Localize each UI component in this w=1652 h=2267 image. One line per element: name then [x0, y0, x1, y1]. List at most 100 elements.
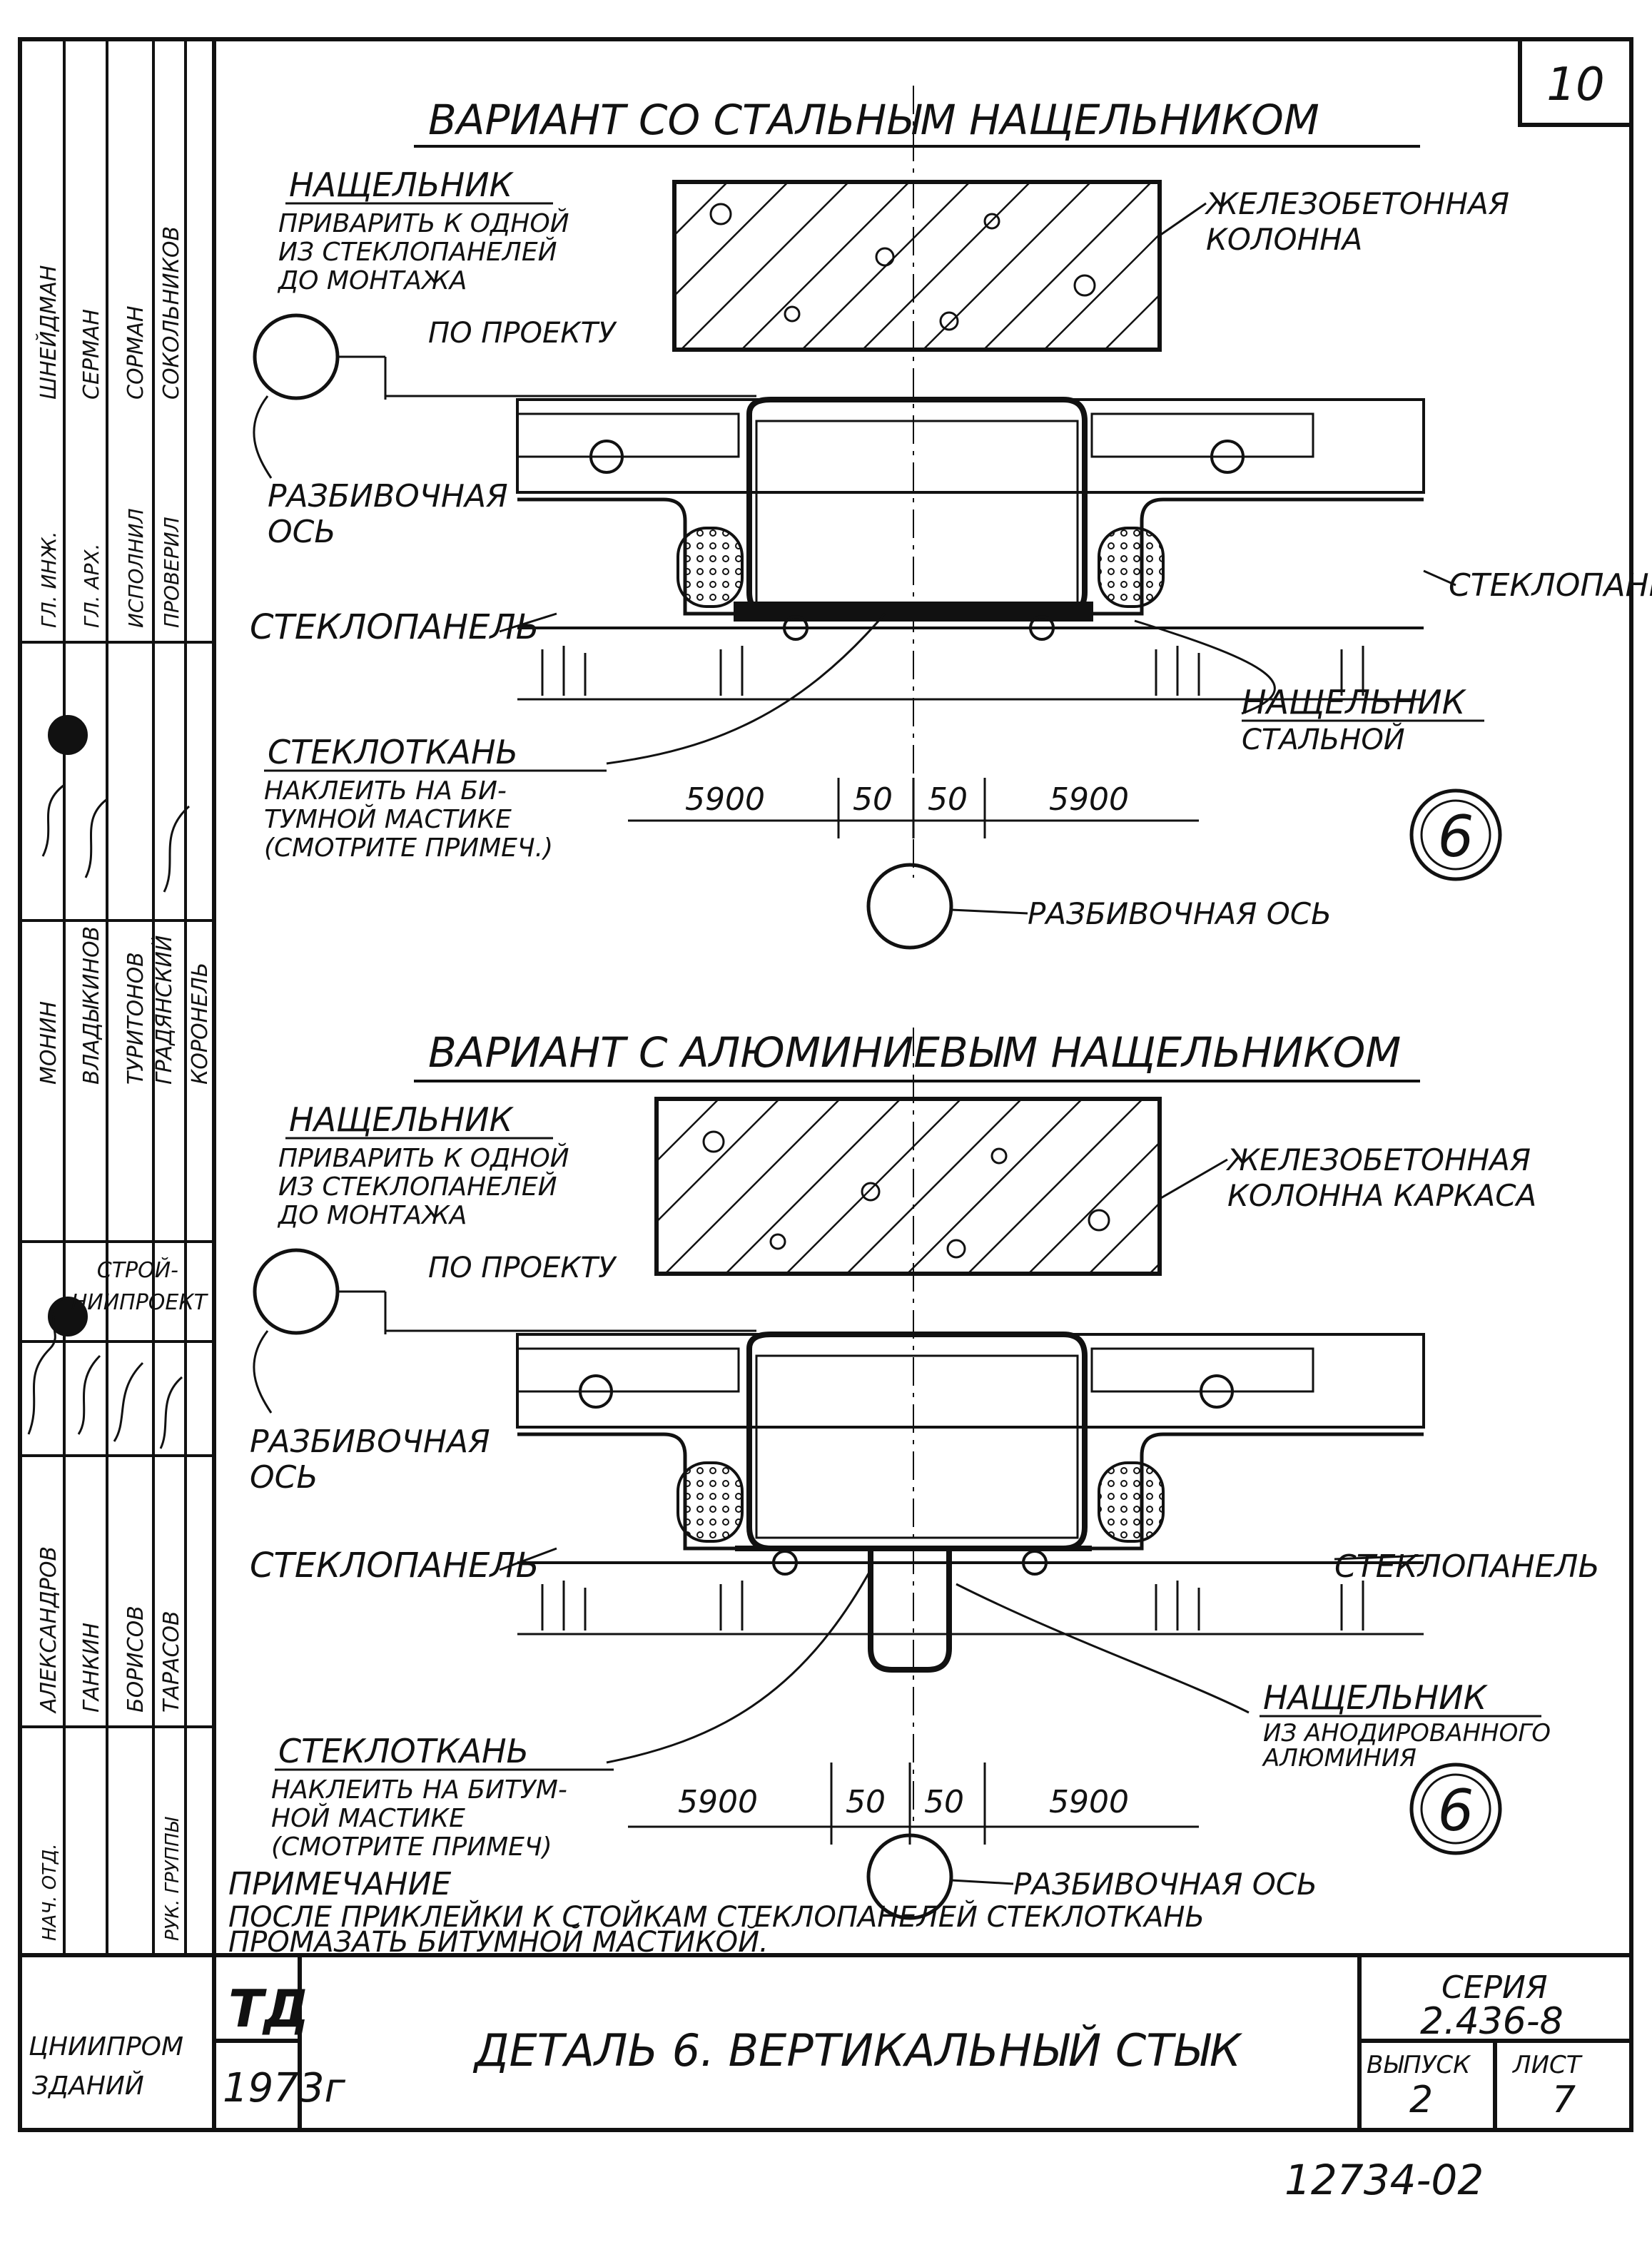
axis-label-2: ОСЬ: [268, 514, 336, 550]
axis-circle: [866, 1833, 953, 1920]
column-label-2: КОЛОННА: [1206, 222, 1362, 257]
fabric-note-3: (СМОТРИТЕ ПРИМЕЧ.): [264, 833, 553, 863]
variant-steel-title: ВАРИАНТ СО СТАЛЬНЫМ НАЩЕЛЬНИКОМ: [428, 96, 1319, 144]
org-name-2: ЗДАНИЙ: [32, 2071, 144, 2101]
dim-value: 5900: [678, 1784, 758, 1820]
stamp-role: ИСПОЛНИЛ: [124, 508, 148, 628]
batten-note-2: ИЗ СТЕКЛОПАНЕЛЕЙ: [278, 237, 557, 267]
issue-value: 2: [1409, 2079, 1433, 2121]
steel-batten-1: НАЩЕЛЬНИК: [1242, 683, 1467, 721]
detail-marker: [1409, 1763, 1502, 1855]
side-stamp-names-upper: ШНЕЙДМАН СЕРМАН СОРМАН СОКОЛЬНИКОВ: [36, 226, 184, 400]
dim-value: 50: [924, 1784, 964, 1820]
fabric-note-1: НАКЛЕИТЬ НА БИ-: [264, 776, 507, 806]
panel-right-label: СТЕКЛОПАНЕЛЬ: [1334, 1548, 1600, 1585]
leader: [606, 613, 886, 765]
leader: [1159, 1158, 1228, 1200]
column-aggregate: [702, 1130, 1110, 1259]
series-value: 2.436-8: [1420, 2000, 1564, 2043]
stamp-name: ГРАДЯНСКИЙ: [151, 935, 177, 1085]
variant-alu-title: ВАРИАНТ С АЛЮМИНИЕВЫМ НАЩЕЛЬНИКОМ: [428, 1028, 1401, 1077]
side-stamp-names-middle: МОНИН ВЛАДЫКИНОВ ТУРИТОНОВ ГРАДЯНСКИЙ КО…: [36, 926, 213, 1085]
leader: [1423, 569, 1456, 587]
axis-label-bottom: РАЗБИВОЧНАЯ ОСЬ: [1013, 1867, 1317, 1902]
stamp-role: ГЛ. АРХ.: [80, 543, 103, 628]
series-label: СЕРИЯ: [1441, 1969, 1548, 2006]
leader: [951, 1879, 1014, 1885]
per-project: ПО ПРОЕКТУ: [428, 317, 617, 350]
note-line-2: ПРОМАЗАТЬ БИТУМНОЙ МАСТИКОЙ.: [228, 1924, 769, 1959]
dim-value: 5900: [1049, 781, 1129, 818]
axis-label-bottom: РАЗБИВОЧНАЯ ОСЬ: [1028, 896, 1332, 931]
leader: [253, 395, 273, 479]
insulation-texture-1: [541, 646, 1364, 696]
dim-value: 5900: [1049, 1784, 1129, 1820]
note-line-1: ПОСЛЕ ПРИКЛЕЙКИ К СТОЙКАМ СТЕКЛОПАНЕЛЕЙ …: [228, 1900, 1205, 1934]
batten-note-1: ПРИВАРИТЬ К ОДНОЙ: [278, 208, 569, 238]
batten-note-3: ДО МОНТАЖА: [277, 266, 467, 295]
detail-marker: [1409, 788, 1502, 881]
rc-column: [654, 1097, 1162, 1276]
dim-value: 50: [928, 781, 968, 818]
batten-note-3: ДО МОНТАЖА: [277, 1201, 467, 1230]
joint-assembly-steel: [516, 397, 1425, 701]
detail-number: 6: [1438, 1777, 1474, 1844]
alu-batten-1: НАЩЕЛЬНИК: [1263, 1678, 1489, 1717]
column-label-1: ЖЕЛЕЗОБЕТОННАЯ: [1225, 1142, 1531, 1177]
detail-number: 6: [1438, 803, 1474, 870]
stamp-role: ПРОВЕРИЛ: [160, 517, 183, 628]
dimension-chain-2: [628, 1763, 1199, 1845]
side-stamp-roles-lower: НАЧ. ОТД. РУК. ГРУППЫ: [39, 1816, 183, 1941]
leader: [499, 612, 557, 633]
sheet-value: 7: [1552, 2079, 1576, 2121]
leader: [1159, 202, 1207, 237]
side-stamp-org-1: СТРОЙ-: [97, 1257, 178, 1283]
sheet-label: ЛИСТ: [1511, 2051, 1583, 2079]
stamp-role: НАЧ. ОТД.: [39, 1843, 61, 1941]
fabric-label: СТЕКЛОТКАНЬ: [268, 733, 518, 771]
td-mark: ТД: [228, 1979, 309, 2039]
side-stamp: [20, 39, 214, 1955]
axis-circle: [253, 313, 340, 400]
stamp-name: СОРМАН: [123, 305, 148, 400]
drawing-title: ДЕТАЛЬ 6. ВЕРТИКАЛЬНЫЙ СТЫК: [472, 2024, 1243, 2076]
stamp-role: РУК. ГРУППЫ: [162, 1816, 183, 1941]
column-label-2: КОЛОННА КАРКАСА: [1227, 1178, 1536, 1213]
batten-note-1: ПРИВАРИТЬ К ОДНОЙ: [278, 1143, 569, 1173]
axis-circle: [253, 1248, 340, 1335]
leader: [606, 1569, 872, 1764]
archive-number: 12734-02: [1284, 2156, 1484, 2204]
fabric-note-2: НОЙ МАСТИКЕ: [271, 1803, 465, 1833]
joint-assembly-aluminium: [516, 1332, 1425, 1673]
stamp-name: СЕРМАН: [79, 309, 104, 400]
batten-label: НАЩЕЛЬНИК: [289, 166, 515, 204]
panel-left-label: СТЕКЛОПАНЕЛЬ: [250, 1546, 539, 1586]
axis-label-1: РАЗБИВОЧНАЯ: [250, 1424, 490, 1460]
axis-label-2: ОСЬ: [250, 1459, 318, 1496]
issue-label: ВЫПУСК: [1367, 2051, 1471, 2079]
leader: [253, 1330, 273, 1414]
detail-marker-inner: [1420, 799, 1491, 871]
org-name-1: ЦНИИПРОМ: [29, 2032, 183, 2061]
per-project: ПО ПРОЕКТУ: [428, 1252, 617, 1284]
stamp-name: МОНИН: [36, 1001, 61, 1085]
stamp-name: ГАНКИН: [79, 1623, 104, 1713]
stamp-name: СОКОЛЬНИКОВ: [159, 226, 184, 400]
alu-batten-3: АЛЮМИНИЯ: [1262, 1744, 1417, 1772]
dimension-chain-1: [628, 778, 1199, 838]
sheet-frame: [18, 37, 1633, 2132]
steel-batten-2: СТАЛЬНОЙ: [1242, 722, 1405, 756]
fabric-note-1: НАКЛЕИТЬ НА БИТУМ-: [271, 1775, 567, 1805]
stamp-name: ТАРАСОВ: [159, 1611, 184, 1713]
batten-note-2: ИЗ СТЕКЛОПАНЕЛЕЙ: [278, 1172, 557, 1202]
fabric-note-2: ТУМНОЙ МАСТИКЕ: [264, 804, 512, 834]
stamp-role: ГЛ. ИНЖ.: [37, 531, 61, 628]
stamp-name: ВЛАДЫКИНОВ: [79, 926, 104, 1085]
axis-label-1: РАЗБИВОЧНАЯ: [268, 478, 508, 514]
stamp-name: КОРОНЕЛЬ: [188, 963, 213, 1085]
page-number: 10: [1546, 59, 1604, 111]
dim-value: 50: [853, 781, 893, 818]
note-heading: ПРИМЕЧАНИЕ: [228, 1866, 452, 1902]
side-stamp-roles: ГЛ. ИНЖ. ГЛ. АРХ. ИСПОЛНИЛ ПРОВЕРИЛ: [37, 508, 183, 628]
